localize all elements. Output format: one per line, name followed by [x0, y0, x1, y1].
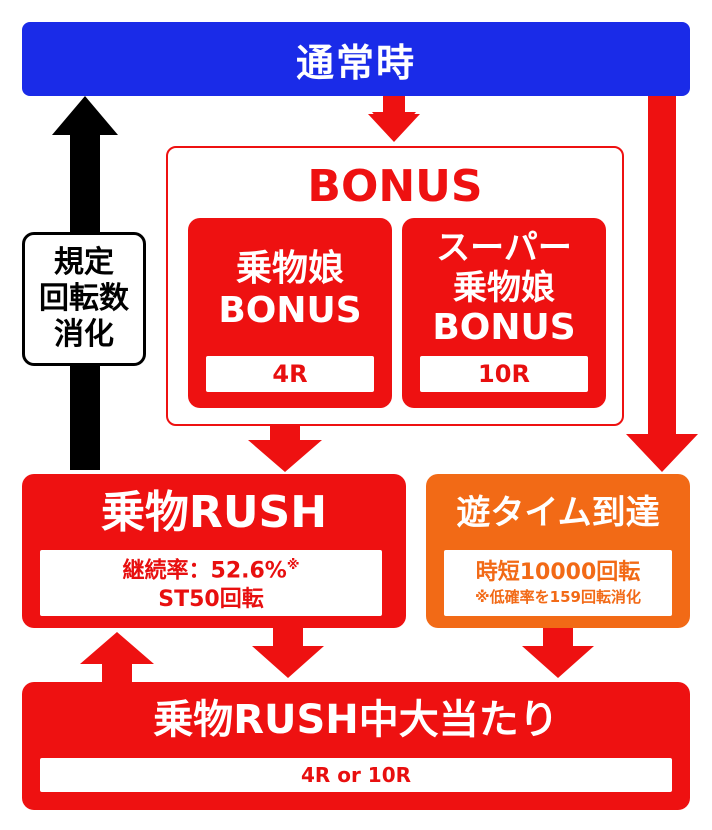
- bonus-right-line1: スーパー: [436, 228, 572, 268]
- rush-st: ST50回転: [158, 586, 264, 612]
- rush-box: 乗物RUSH 継続率：52.6%※ ST50回転: [22, 474, 406, 628]
- bonus-title: BONUS: [307, 161, 483, 212]
- rush-title: 乗物RUSH: [100, 487, 328, 538]
- bonus-right-rounds: 10R: [420, 356, 588, 392]
- arrow-rush-to-hit: [252, 628, 324, 678]
- bonus-right-line3: BONUS: [432, 307, 576, 348]
- normal-state-bar: 通常時: [22, 22, 690, 96]
- bonus-right-line2: 乗物娘: [453, 268, 555, 308]
- rush-note-mark: ※: [286, 558, 300, 574]
- arrow-asobi-to-hit: [522, 628, 594, 678]
- rush-hit-title: 乗物RUSH中大当たり: [153, 697, 559, 743]
- arrow-bonus-to-rush: [248, 424, 322, 472]
- rush-hit-rounds: 4R or 10R: [40, 758, 672, 792]
- side-label-line1: 規定: [54, 245, 114, 280]
- arrow-hit-to-rush: [80, 632, 154, 682]
- asobi-title: 遊タイム到達: [456, 493, 660, 533]
- asobi-note: ※低確率を159回転消化: [475, 588, 641, 606]
- side-label-line2: 回転数: [39, 281, 129, 316]
- side-label-line3: 消化: [54, 317, 114, 352]
- asobi-info-box: 時短10000回転 ※低確率を159回転消化: [444, 550, 672, 616]
- bonus-left-rounds: 4R: [206, 356, 374, 392]
- asobi-box: 遊タイム到達 時短10000回転 ※低確率を159回転消化: [426, 474, 690, 628]
- bonus-container: BONUS 乗物娘 BONUS 4R スーパー 乗物娘 BONUS 10R: [166, 146, 624, 426]
- bonus-right-card: スーパー 乗物娘 BONUS 10R: [402, 218, 606, 408]
- asobi-jitan: 時短10000回転: [475, 560, 641, 585]
- bonus-left-line1: 乗物娘: [235, 248, 344, 289]
- rush-rate: 継続率：52.6%: [122, 558, 287, 584]
- side-condition-box: 規定 回転数 消化: [22, 232, 146, 366]
- bonus-left-line2: BONUS: [218, 290, 362, 331]
- rush-info-box: 継続率：52.6%※ ST50回転: [40, 550, 382, 616]
- bonus-left-card: 乗物娘 BONUS 4R: [188, 218, 392, 408]
- arrow-down-to-asobi: [626, 96, 698, 472]
- normal-state-label: 通常時: [295, 40, 416, 85]
- rush-hit-box: 乗物RUSH中大当たり 4R or 10R: [22, 682, 690, 810]
